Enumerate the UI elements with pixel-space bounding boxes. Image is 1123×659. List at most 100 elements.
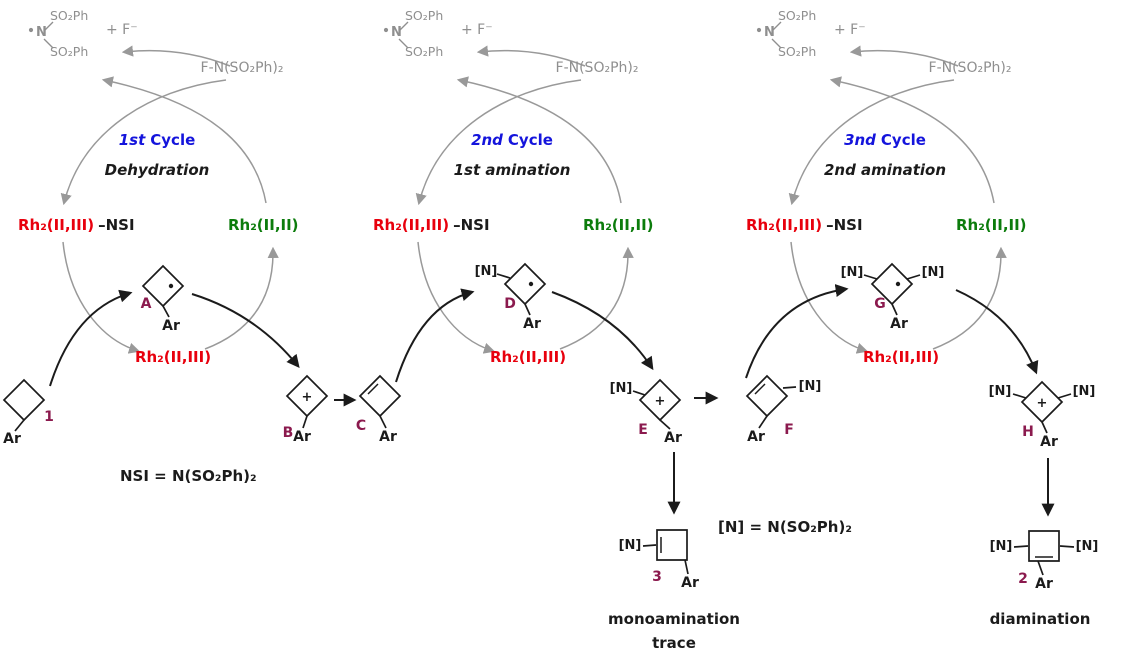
compound-label: H	[1022, 424, 1034, 440]
reagent-label: F-N(SO₂Ph)₂	[556, 60, 639, 76]
compound-label: 2	[1018, 571, 1028, 587]
cyclobutene-ring	[745, 374, 789, 418]
ar-bond	[379, 415, 387, 429]
structure-compound-3: [N] Ar 3	[619, 529, 699, 591]
ar-bond	[302, 415, 308, 429]
plus-fluoride-label: + F⁻	[461, 22, 493, 38]
ar-bond	[659, 419, 671, 430]
compound-label: E	[638, 422, 648, 438]
radical-dot	[383, 27, 389, 33]
n-so2ph-bond	[771, 21, 782, 32]
arrow-1-to-A	[49, 289, 133, 387]
reagent-label: F-N(SO₂Ph)₂	[929, 60, 1012, 76]
n-bond	[782, 386, 797, 389]
nsi-definition: NSI = N(SO₂Ph)₂	[120, 467, 257, 485]
n-group-label: [N]	[799, 379, 822, 394]
radical-dot	[168, 283, 174, 289]
byproduct-radical-group: SO₂Ph N SO₂Ph + F⁻	[383, 8, 493, 59]
ar-label: Ar	[890, 316, 908, 332]
ar-label: Ar	[747, 429, 765, 445]
structure-compound-D: [N] Ar D	[475, 262, 547, 332]
diamination-caption: diamination	[990, 610, 1091, 628]
rh-ii-iii-bottom-label: Rh₂(II,III)	[135, 348, 211, 366]
byproduct-radical-group: SO₂Ph N SO₂Ph + F⁻	[756, 8, 866, 59]
rh-nsi-label: Rh₂(II,III)–NSI	[746, 216, 863, 234]
ar-bond	[758, 415, 768, 429]
rh-nsi-label: Rh₂(II,III)–NSI	[18, 216, 135, 234]
cation-plus: +	[655, 394, 666, 409]
structure-compound-A: Ar A	[141, 264, 185, 334]
ar-label: Ar	[664, 430, 682, 446]
rh-ii-iii-bottom-label: Rh₂(II,III)	[490, 348, 566, 366]
cycle-arc-top-exit	[101, 76, 267, 204]
reagent-to-byproduct-arrow	[849, 45, 959, 67]
n-group-label: [N]	[1073, 384, 1096, 399]
n-bond-left	[863, 274, 878, 280]
ar-label: Ar	[681, 575, 699, 591]
n-bond-left	[1012, 393, 1027, 399]
compound-label: A	[141, 296, 152, 312]
n-group-label: [N]	[1076, 539, 1099, 554]
n-group-label: [N]	[990, 539, 1013, 554]
n-bond-left	[1013, 545, 1029, 548]
arrow-G-to-H	[955, 289, 1039, 375]
double-bond	[367, 383, 379, 395]
n-group-label: [N]	[922, 265, 945, 280]
so2ph-bottom-label: SO₂Ph	[778, 44, 816, 59]
reagent-to-byproduct-arrow	[121, 45, 231, 67]
reagent-entry-arrow	[60, 79, 227, 206]
ar-label: Ar	[1040, 434, 1058, 450]
ar-label: Ar	[3, 431, 21, 447]
structure-compound-H: + [N] [N] Ar H	[989, 380, 1096, 450]
radical-dot	[528, 281, 534, 287]
structure-compound-E: + [N] Ar E	[610, 378, 682, 446]
monoamination-caption: monoamination	[608, 610, 740, 628]
cycle-step-label: Dehydration	[105, 161, 210, 179]
cycle-arc-top-exit	[829, 76, 995, 204]
reagent-label: F-N(SO₂Ph)₂	[201, 60, 284, 76]
reagent-entry-arrow	[788, 79, 955, 206]
arrow-D-to-E	[551, 291, 654, 371]
ar-label: Ar	[1035, 576, 1053, 592]
byproduct-radical-group: SO₂Ph N SO₂Ph + F⁻	[28, 8, 138, 59]
reagent-to-byproduct-arrow	[476, 45, 586, 67]
structure-compound-C: Ar C	[356, 374, 402, 445]
cycle-arc-right-up	[559, 246, 634, 350]
plus-fluoride-label: + F⁻	[106, 22, 138, 38]
rh-nsi-label: Rh₂(II,III)–NSI	[373, 216, 490, 234]
ar-bond	[891, 303, 898, 316]
cycle-arc-left-down	[417, 241, 496, 354]
radical-dot	[28, 27, 34, 33]
so2ph-top-label: SO₂Ph	[778, 8, 816, 23]
ar-label: Ar	[293, 429, 311, 445]
ar-bond	[14, 419, 25, 432]
cyclobutene-ring	[1028, 530, 1060, 562]
nitrogen-label: N	[764, 25, 775, 40]
n-group-label: [N]	[475, 264, 498, 279]
ar-bond	[1037, 560, 1044, 576]
arrow-F-to-G	[745, 284, 849, 379]
n-so2ph-bond	[398, 21, 409, 32]
n-bond	[496, 273, 511, 279]
n-so2ph-bond	[43, 38, 54, 49]
cyclobutane-ring	[2, 378, 46, 422]
n-group-label: [N]	[989, 384, 1012, 399]
so2ph-bottom-label: SO₂Ph	[405, 44, 443, 59]
n-bond-right	[1057, 393, 1072, 399]
n-so2ph-bond	[771, 38, 782, 49]
compound-label: F	[784, 422, 794, 438]
n-group-label: [N]	[841, 265, 864, 280]
trace-caption: trace	[652, 634, 696, 652]
so2ph-top-label: SO₂Ph	[50, 8, 88, 23]
n-bond-right	[906, 274, 921, 280]
so2ph-top-label: SO₂Ph	[405, 8, 443, 23]
ar-label: Ar	[523, 316, 541, 332]
cycle-arc-left-down	[62, 241, 141, 354]
structure-compound-2: [N] [N] Ar 2	[990, 530, 1099, 592]
cycle-arc-right-up	[204, 246, 279, 350]
ar-label: Ar	[162, 318, 180, 334]
